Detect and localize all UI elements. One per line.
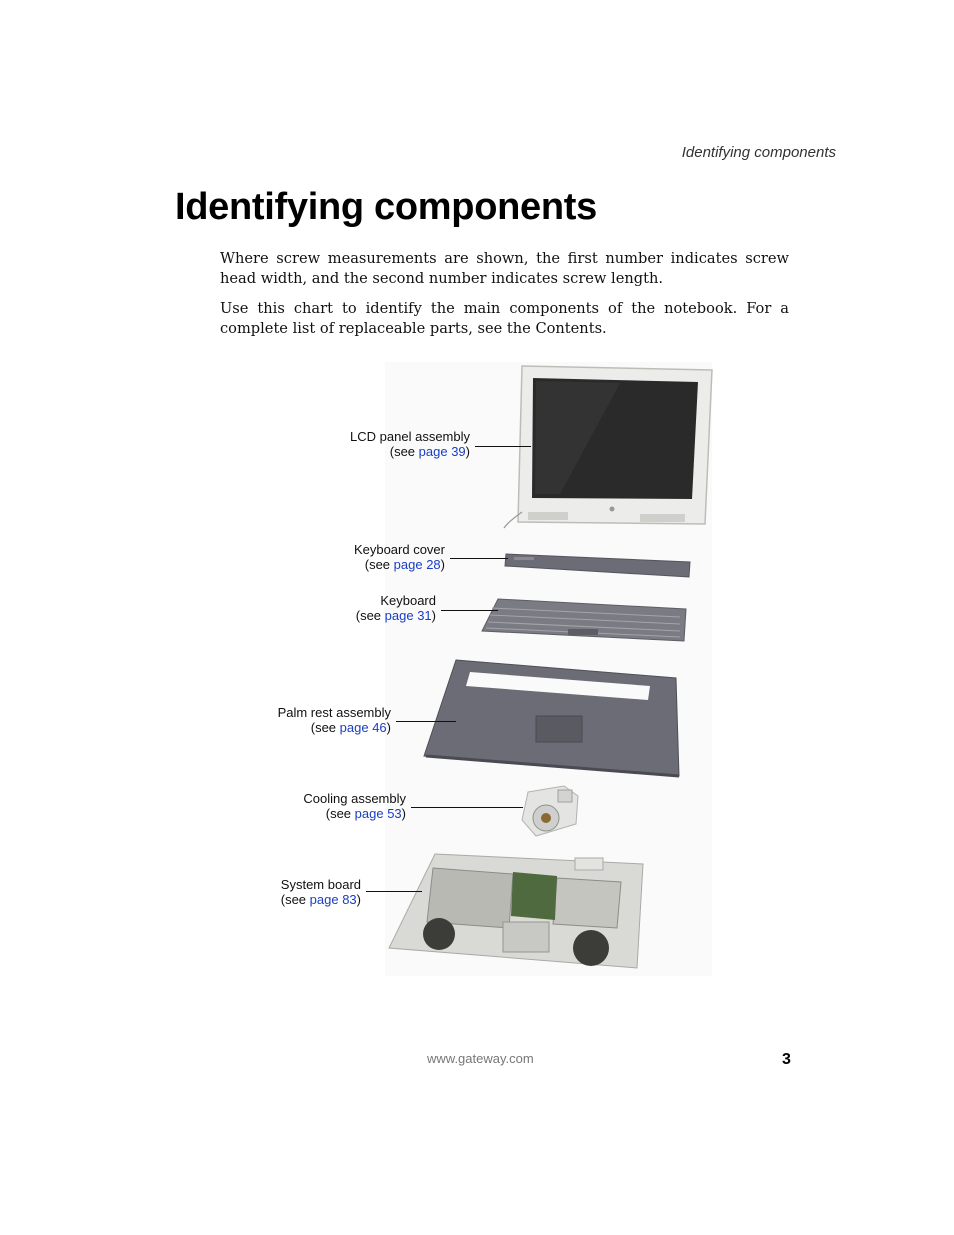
page-83-link[interactable]: page 83 xyxy=(309,892,357,907)
callout-see-suffix: ) xyxy=(386,720,391,735)
page-28-link[interactable]: page 28 xyxy=(393,557,441,572)
callout-cooling-assembly: Cooling assembly (see page 53) xyxy=(260,791,406,821)
footer-url: www.gateway.com xyxy=(427,1051,534,1066)
callout-lcd-panel: LCD panel assembly (see page 39) xyxy=(320,429,470,459)
callout-see-prefix: (see xyxy=(355,608,385,623)
callout-see-prefix: (see xyxy=(364,557,394,572)
keyboard-image xyxy=(481,598,687,642)
page-53-link[interactable]: page 53 xyxy=(354,806,402,821)
page-39-link[interactable]: page 39 xyxy=(418,444,466,459)
lcd-leader-line xyxy=(475,446,531,447)
callout-see-suffix: ) xyxy=(440,557,445,572)
callout-system-board: System board (see page 83) xyxy=(230,877,361,907)
callout-see-suffix: ) xyxy=(401,806,406,821)
callout-see-suffix: ) xyxy=(356,892,361,907)
cooling-leader-line xyxy=(411,807,523,808)
keyboard-cover-leader-line xyxy=(450,558,508,559)
running-head: Identifying components xyxy=(681,144,836,161)
cooling-assembly-image xyxy=(521,785,579,837)
callout-keyboard: Keyboard (see page 31) xyxy=(300,593,436,623)
callout-see-prefix: (see xyxy=(280,892,310,907)
callout-cooling-assembly-name: Cooling assembly xyxy=(303,791,406,806)
callout-see-prefix: (see xyxy=(325,806,355,821)
callout-lcd-panel-name: LCD panel assembly xyxy=(350,429,470,444)
palm-rest-image xyxy=(423,659,680,778)
system-board-image xyxy=(388,853,644,969)
intro-paragraph-screws: Where screw measurements are shown, the … xyxy=(220,250,789,287)
callout-keyboard-cover: Keyboard cover (see page 28) xyxy=(300,542,445,572)
callout-keyboard-cover-name: Keyboard cover xyxy=(353,542,445,557)
page-number: 3 xyxy=(782,1051,791,1068)
callout-palm-rest: Palm rest assembly (see page 46) xyxy=(240,705,391,735)
lcd-panel-image xyxy=(503,365,713,529)
callout-keyboard-name: Keyboard xyxy=(380,593,436,608)
callout-palm-rest-name: Palm rest assembly xyxy=(277,705,391,720)
page-title: Identifying components xyxy=(175,186,597,228)
callout-see-prefix: (see xyxy=(389,444,419,459)
callout-system-board-name: System board xyxy=(280,877,361,892)
system-board-leader-line xyxy=(366,891,422,892)
intro-paragraph-chart: Use this chart to identify the main comp… xyxy=(220,300,789,337)
keyboard-leader-line xyxy=(441,610,498,611)
callout-see-suffix: ) xyxy=(431,608,436,623)
page-46-link[interactable]: page 46 xyxy=(339,720,387,735)
palm-rest-leader-line xyxy=(396,721,456,722)
keyboard-cover-image xyxy=(504,553,691,578)
callout-see-prefix: (see xyxy=(310,720,340,735)
page-31-link[interactable]: page 31 xyxy=(384,608,432,623)
callout-see-suffix: ) xyxy=(465,444,470,459)
